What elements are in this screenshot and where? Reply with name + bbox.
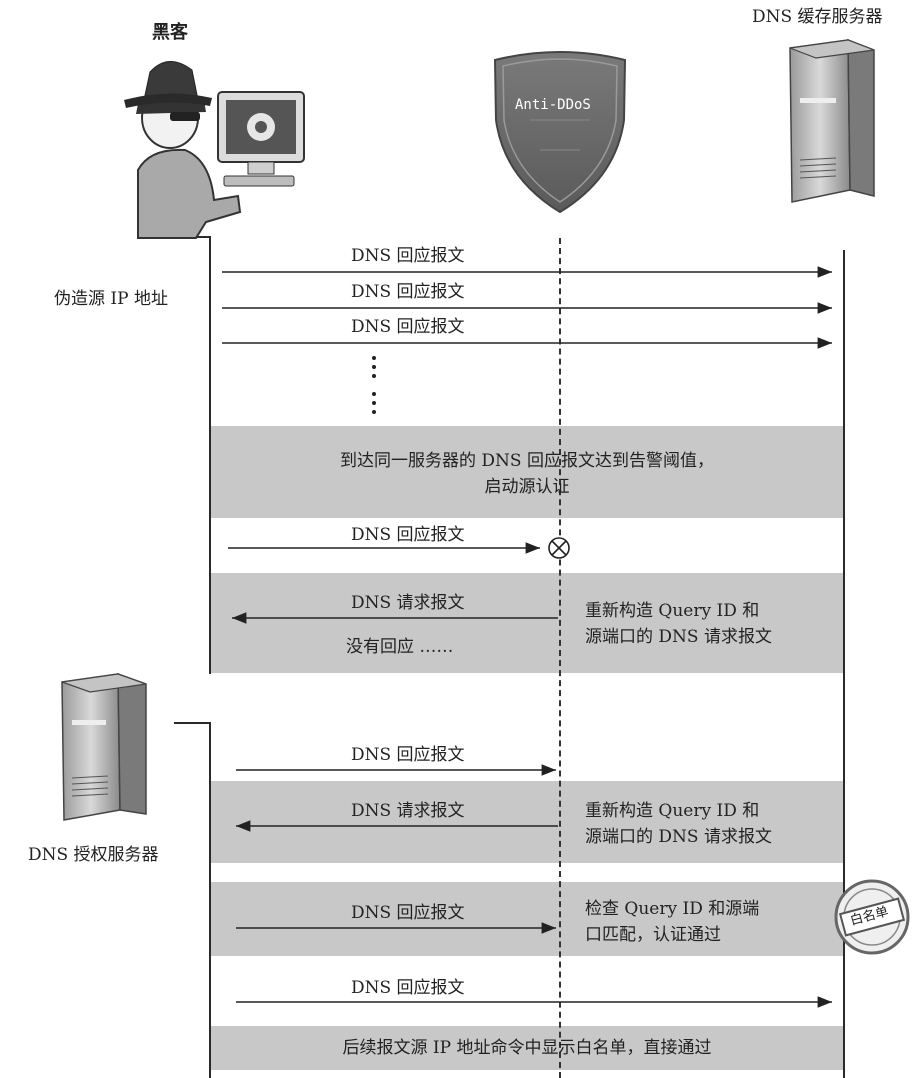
- blocked-icon: [548, 537, 570, 559]
- message-label-6: DNS 回应报文: [351, 745, 465, 765]
- message-label-8: DNS 回应报文: [351, 903, 465, 923]
- hacker-lifeline: [209, 238, 211, 674]
- threshold-note-line2: 启动源认证: [484, 477, 570, 497]
- threshold-note-line1: 到达同一服务器的 DNS 回应报文达到告警阈值，: [340, 451, 714, 471]
- hacker-icon: [124, 61, 305, 239]
- auth-server-icon: [61, 672, 147, 821]
- check-note-line2: 口匹配，认证通过: [585, 925, 721, 945]
- spoof-ip-label: 伪造源 IP 地址: [54, 289, 168, 309]
- ellipsis-dots: [372, 356, 376, 414]
- no-reply-note: 没有回应 ……: [346, 637, 454, 657]
- message-label-3: DNS 回应报文: [351, 317, 465, 337]
- reconstruct-note-1-line1: 重新构造 Query ID 和: [585, 601, 760, 621]
- threshold-band: [210, 426, 844, 518]
- reconstruct-note-2-line2: 源端口的 DNS 请求报文: [585, 827, 772, 847]
- verify-band: [210, 882, 844, 956]
- message-label-1: DNS 回应报文: [351, 246, 465, 266]
- message-label-4: DNS 回应报文: [351, 525, 465, 545]
- message-label-7: DNS 请求报文: [351, 801, 465, 821]
- shield-label: Anti-DDoS: [515, 97, 591, 113]
- shield-icon: [493, 51, 627, 214]
- cache-server-lifeline: [843, 250, 845, 1078]
- challenge-band-1: [210, 573, 844, 673]
- auth-server-label: DNS 授权服务器: [28, 845, 159, 865]
- cache-server-icon: [789, 38, 875, 203]
- hacker-label: 黑客: [152, 22, 188, 43]
- check-note-line1: 检查 Query ID 和源端: [585, 899, 760, 919]
- message-label-9: DNS 回应报文: [351, 978, 465, 998]
- reconstruct-note-2-line1: 重新构造 Query ID 和: [585, 801, 760, 821]
- message-label-5: DNS 请求报文: [351, 593, 465, 613]
- cache-server-label: DNS 缓存服务器: [752, 7, 883, 27]
- challenge-band-2: [210, 781, 844, 863]
- message-label-2: DNS 回应报文: [351, 282, 465, 302]
- reconstruct-note-1-line2: 源端口的 DNS 请求报文: [585, 627, 772, 647]
- footer-band: [210, 1026, 844, 1070]
- anti-ddos-lifeline: [559, 238, 561, 1078]
- whitelist-stamp-icon: [834, 879, 910, 955]
- footer-note: 后续报文源 IP 地址命令中显示白名单，直接通过: [342, 1038, 712, 1058]
- auth-connector: [174, 722, 211, 724]
- auth-server-lifeline: [209, 722, 211, 1078]
